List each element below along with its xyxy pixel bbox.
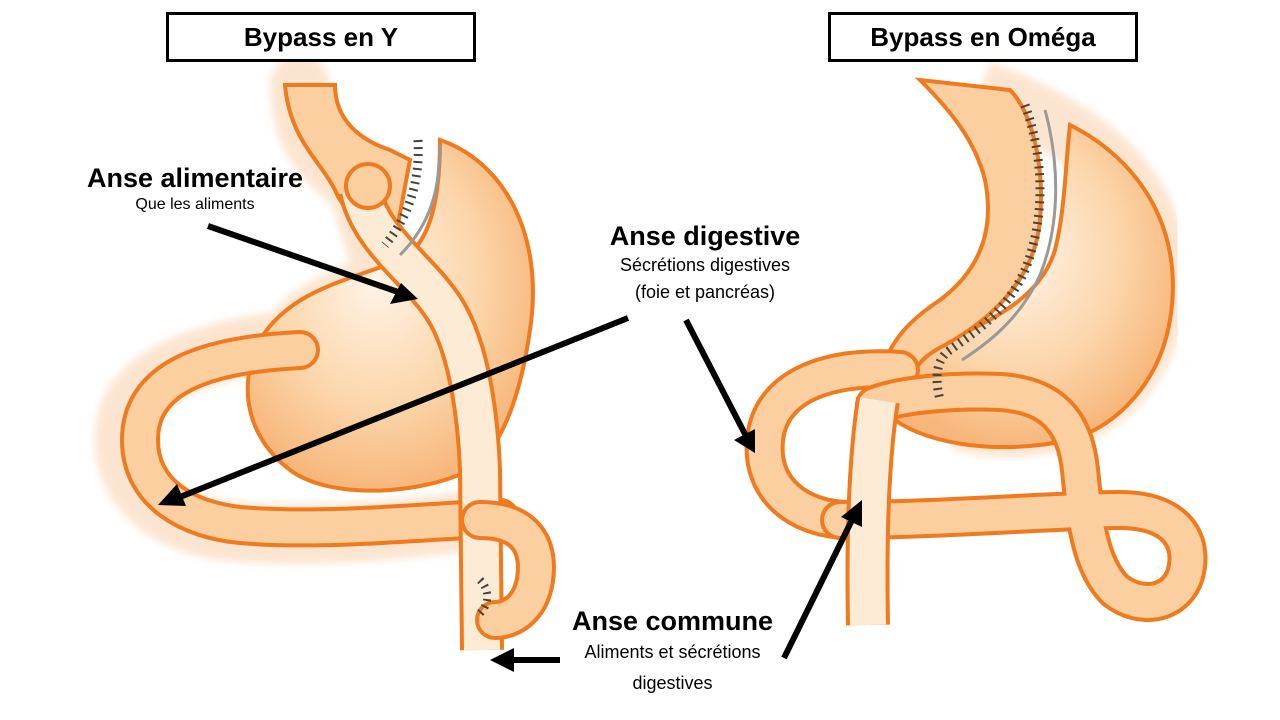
label-anse-digestive-line2: (foie et pancréas) <box>634 282 776 302</box>
label-anse-alimentaire-title: Anse alimentaire <box>86 163 304 193</box>
arrow-digestive-left <box>158 315 630 506</box>
label-anse-commune-line2: digestives <box>632 673 713 693</box>
title-bypass-omega: Bypass en Oméga <box>828 12 1138 62</box>
label-anse-commune: Anse commune Aliments et sécrétions dige… <box>545 605 800 699</box>
arrow-commune-right <box>781 500 862 660</box>
arrow-digestive-right <box>683 318 755 453</box>
title-bypass-y: Bypass en Y <box>166 12 476 62</box>
arrow-commune-left <box>490 648 560 672</box>
arrow-alimentaire <box>207 223 418 304</box>
label-anse-digestive-line1: Sécrétions digestives <box>619 255 791 275</box>
bypass-omega-illustration <box>744 61 1208 626</box>
label-anse-alimentaire: Anse alimentaire Que les aliments <box>70 162 320 216</box>
bypass-y-illustration <box>94 55 556 651</box>
arrows <box>158 223 862 672</box>
label-anse-alimentaire-desc: Que les aliments <box>135 196 255 213</box>
label-anse-digestive-title: Anse digestive <box>609 221 801 251</box>
label-anse-commune-line1: Aliments et sécrétions <box>584 642 761 662</box>
stomach-remnant-omega <box>888 121 1175 449</box>
staple-line-y <box>381 139 423 248</box>
label-anse-digestive: Anse digestive Sécrétions digestives (fo… <box>575 220 835 306</box>
label-anse-commune-title: Anse commune <box>571 606 774 636</box>
staple-line-omega <box>932 103 1045 402</box>
